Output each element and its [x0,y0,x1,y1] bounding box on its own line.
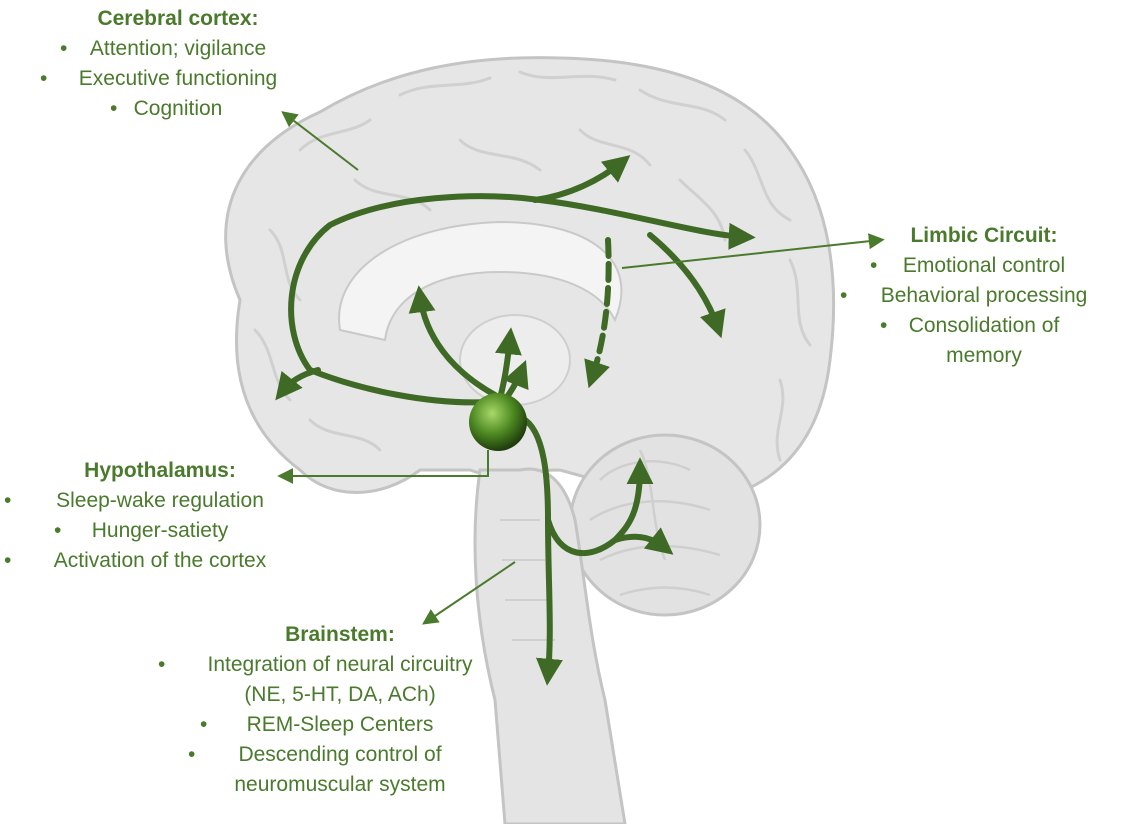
hypothalamus-item-sleep: Sleep-wake regulation [2,486,318,516]
limbic-item-emotional: Emotional control [834,251,1134,281]
brainstem-item-neuromuscular: neuromuscular system [148,770,532,800]
hypothalamus-heading: Hypothalamus: [2,456,318,486]
hypothalamus-item-activation: Activation of the cortex [2,546,318,576]
brainstem-item-neurotransmitters: (NE, 5-HT, DA, ACh) [148,680,532,710]
brainstem-label: Brainstem: Integration of neural circuit… [148,620,532,800]
cerebral-cortex-heading: Cerebral cortex: [18,4,338,34]
limbic-circuit-label: Limbic Circuit: Emotional control Behavi… [834,221,1134,371]
brainstem-item-descending: Descending control of [148,740,532,770]
cerebral-cortex-label: Cerebral cortex: Attention; vigilance Ex… [18,4,338,124]
brainstem-item-rem: REM-Sleep Centers [148,710,532,740]
limbic-circuit-heading: Limbic Circuit: [834,221,1134,251]
limbic-item-memory: memory [834,341,1134,371]
hypothalamus-item-hunger: Hunger-satiety [2,516,318,546]
cortex-item-cognition: Cognition [18,94,338,124]
hypothalamus-node [469,393,527,451]
cortex-item-attention: Attention; vigilance [18,34,338,64]
cortex-item-executive: Executive functioning [18,64,338,94]
cerebellum [570,435,760,615]
brainstem-item-integration: Integration of neural circuitry [148,650,532,680]
cerebrum [226,58,834,502]
limbic-item-consolidation: Consolidation of [834,311,1134,341]
hypothalamus-label: Hypothalamus: Sleep-wake regulation Hung… [2,456,318,576]
limbic-item-behavioral: Behavioral processing [834,281,1134,311]
brainstem-heading: Brainstem: [148,620,532,650]
